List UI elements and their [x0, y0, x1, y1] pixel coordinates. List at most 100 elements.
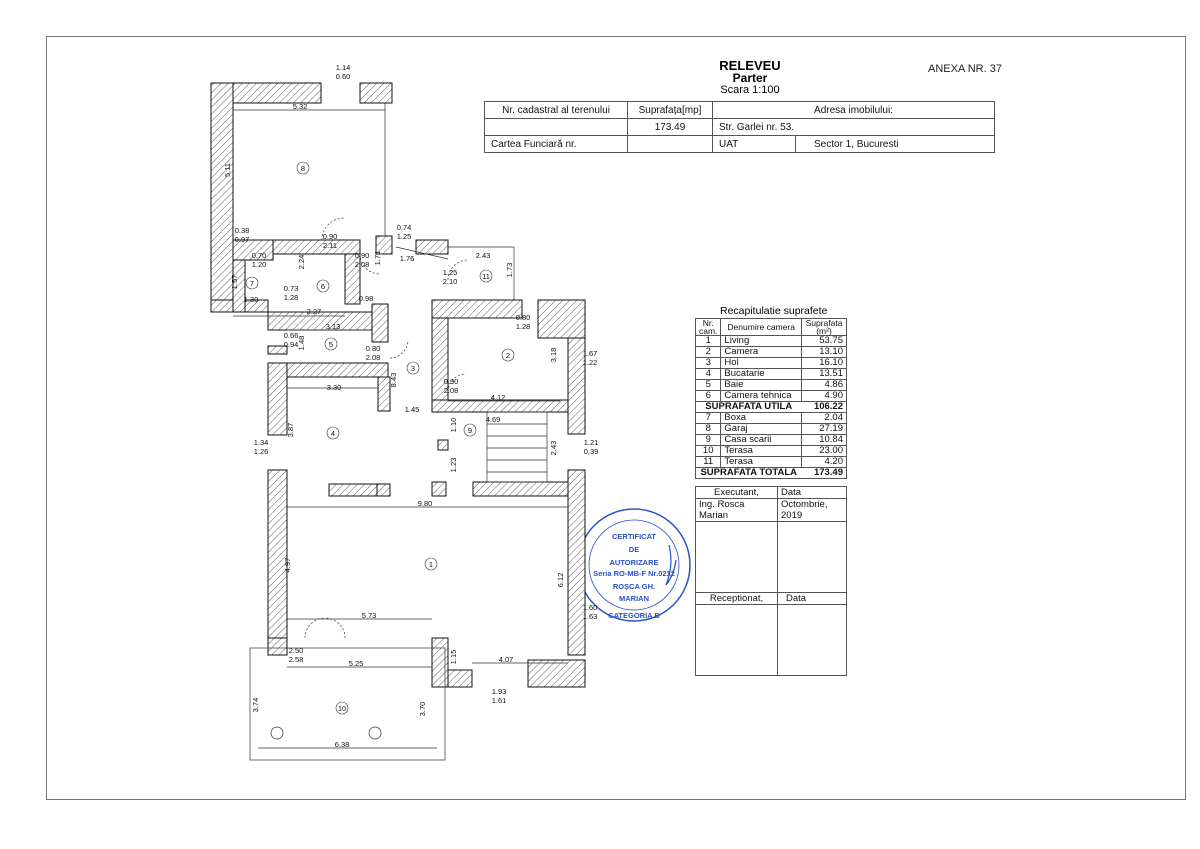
room-number: 5 — [329, 340, 333, 349]
room-marker — [335, 701, 349, 715]
dimension-label: 6.38 — [335, 740, 350, 749]
dimension-label: 2.11 — [323, 241, 337, 250]
dimension-label: 4.07 — [499, 655, 514, 664]
room-number: 3 — [411, 364, 415, 373]
dimension-label: 1.63 — [583, 612, 598, 621]
signature-scribble — [665, 544, 677, 586]
dimension-label: 1.14 — [336, 63, 351, 72]
dimension-label: 9.80 — [418, 499, 433, 508]
total-value: 173.49 — [801, 467, 847, 479]
dimension-label: 1.28 — [516, 322, 531, 331]
col-area: Suprafata (m²) — [801, 318, 847, 336]
recap-title: Recapitulatie suprafete — [720, 305, 828, 317]
dimension-label: 0.94 — [284, 340, 299, 349]
dimension-label: 0.38 — [235, 226, 250, 235]
total-label: SUPRAFATA TOTALA — [695, 467, 802, 479]
room-number: 8 — [301, 164, 305, 173]
dimension-label: 1.34 — [254, 438, 269, 447]
dimension-label: 1.73 — [505, 263, 514, 278]
walls — [210, 82, 586, 688]
drawing-subtitle: Parter — [732, 71, 768, 85]
dimension-label: 0.73 — [284, 284, 299, 293]
dimension-label: 1.28 — [284, 293, 299, 302]
dimension-label: 1.57 — [230, 275, 239, 290]
dimension-label: 1.25 — [397, 232, 412, 241]
dimension-label: 5.25 — [349, 659, 364, 668]
dimension-label: 0.80 — [516, 313, 531, 322]
dimension-label: 1.71 — [373, 251, 382, 266]
dimension-label: 6.12 — [556, 573, 565, 588]
room-number: 9 — [468, 426, 472, 435]
dimension-label: 3.70 — [418, 702, 427, 717]
dimension-label: 1.26 — [254, 447, 269, 456]
title-block: RELEVEU Parter Scara 1:100 — [700, 58, 800, 96]
cf-label: Cartea Funciară nr. — [484, 135, 628, 153]
dimension-label: 1.76 — [400, 254, 415, 263]
drawing-title: RELEVEU — [719, 58, 781, 73]
annex-number: ANEXA NR. 37 — [928, 63, 1002, 75]
stamp-line: ROȘCA GH. — [613, 582, 655, 591]
dimension-label: 5.11 — [223, 163, 232, 177]
terrace-column — [270, 726, 284, 740]
dimension-label: 1.30 — [244, 295, 259, 304]
dimension-label: 1.48 — [297, 336, 306, 351]
dimension-label: 1.60 — [583, 603, 598, 612]
dimension-label: 2.43 — [476, 251, 491, 260]
dimension-label: 0.60 — [336, 72, 351, 81]
dimension-label: 0.97 — [235, 235, 250, 244]
dimension-label: 0.90 — [444, 377, 459, 386]
dimension-label: 2.10 — [443, 277, 458, 286]
stamp-line: DE — [629, 545, 639, 554]
room-marker — [245, 276, 259, 290]
dimension-label: 0.80 — [366, 344, 381, 353]
thin-lines — [233, 103, 568, 761]
room-number: 1 — [429, 560, 433, 569]
room-number: 2 — [506, 351, 510, 360]
dimension-label: 1.20 — [252, 260, 267, 269]
uat-value: Sector 1, Bucuresti — [795, 135, 995, 153]
dimension-label: 1.45 — [405, 405, 420, 414]
room-marker — [326, 426, 340, 440]
dimension-label: 1.93 — [492, 687, 507, 696]
room-number: 7 — [250, 279, 254, 288]
dimension-label: 0.70 — [252, 251, 267, 260]
dimension-label: 4.12 — [491, 393, 506, 402]
drawing-scale: Scara 1:100 — [720, 84, 780, 96]
dimension-label: 2.24 — [297, 255, 306, 270]
room-number: 11 — [482, 272, 490, 281]
drawing-frame — [46, 36, 1186, 800]
dimension-label: 1.21 — [584, 438, 599, 447]
dimension-label: 2.43 — [549, 441, 558, 456]
room-marker — [463, 423, 477, 437]
dimension-label: 3.87 — [286, 423, 295, 438]
dimension-label: 4.97 — [283, 558, 292, 573]
room-marker — [324, 337, 338, 351]
stamp-line: CATEGORIA B — [608, 611, 660, 620]
room-number: 10 — [338, 704, 346, 713]
dimension-label: 2.58 — [289, 655, 304, 664]
dimension-label: 3.74 — [251, 698, 260, 713]
dimension-label: 4.69 — [486, 415, 501, 424]
room-marker — [479, 269, 493, 283]
dimension-label: 3.13 — [326, 322, 341, 331]
dimension-label: 0.39 — [584, 447, 599, 456]
room-marker — [316, 279, 330, 293]
dimension-label: 5.73 — [362, 611, 377, 620]
dimension-label: 0.90 — [323, 232, 338, 241]
room-marker — [296, 161, 310, 175]
dimension-label: 0.98 — [359, 294, 374, 303]
dimension-label: 1.10 — [449, 418, 458, 433]
room-marker — [501, 348, 515, 362]
dimension-label: 8.43 — [389, 373, 398, 388]
dimension-label: 1.25 — [443, 268, 458, 277]
